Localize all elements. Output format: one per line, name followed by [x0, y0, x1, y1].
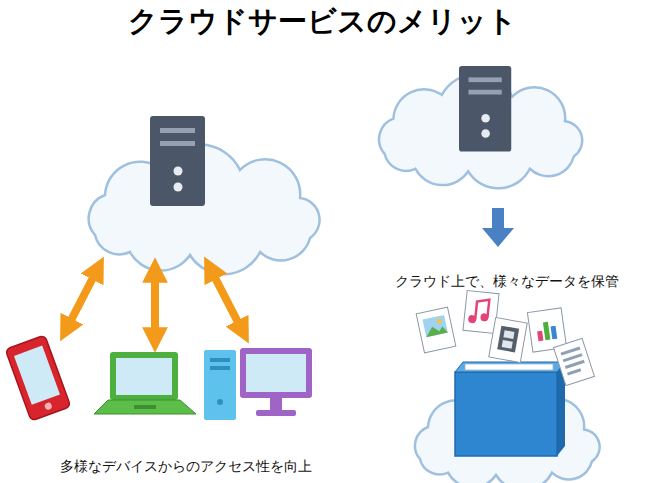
cloud-server: [379, 66, 582, 188]
page-title: クラウドサービスのメリット: [128, 4, 517, 39]
caption-label: クラウド上で、様々なデータを保管: [395, 273, 619, 290]
data-files: [416, 290, 594, 385]
smartphone-icon: [5, 335, 70, 421]
cloud-server: [89, 116, 320, 274]
caption-label: 多様なデバイスからのアクセス性を向上: [60, 458, 312, 475]
access-arrows: [66, 268, 243, 340]
down-arrow: [482, 208, 514, 247]
desktop-icon: [204, 348, 312, 420]
laptop-icon: [94, 352, 196, 414]
